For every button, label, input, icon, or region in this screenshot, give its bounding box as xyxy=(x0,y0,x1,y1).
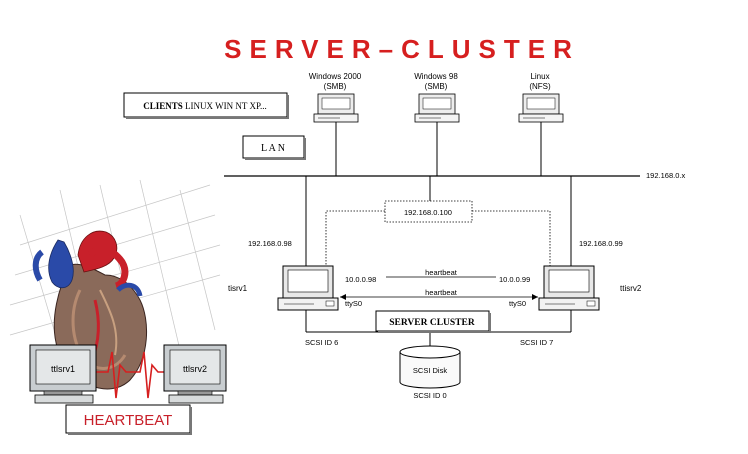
client-computer-2 xyxy=(414,93,460,123)
clients-box: CLIENTS LINUX WIN NT XP... xyxy=(123,92,289,119)
scsi-disk-label: SCSI Disk xyxy=(413,366,447,375)
heartbeat-top-label: heartbeat xyxy=(425,268,458,277)
scsi-disk-icon xyxy=(399,345,461,389)
server-cluster-label: SERVER CLUSTER xyxy=(389,318,475,328)
client-1-proto: (SMB) xyxy=(324,82,347,91)
server2-name: ttisrv2 xyxy=(620,284,642,293)
heartbeat-bottom-label: heartbeat xyxy=(425,288,458,297)
clients-os-label: LINUX WIN NT XP... xyxy=(183,101,267,111)
server1-name: tisrv1 xyxy=(228,284,248,293)
server-links xyxy=(305,176,572,266)
illustration-monitor-2-label: ttlsrv2 xyxy=(183,364,207,374)
server-cluster-box: SERVER CLUSTER xyxy=(375,310,491,333)
network-label: 192.168.0.x xyxy=(646,171,685,180)
server1-tty: ttyS0 xyxy=(345,299,362,308)
client-3-proto: (NFS) xyxy=(529,82,551,91)
svg-text:CLIENTS LINUX WIN NT XP...: CLIENTS LINUX WIN NT XP... xyxy=(143,101,266,111)
server1-hb-ip: 10.0.0.98 xyxy=(345,275,376,284)
server1-scsi-id: SCSI ID 6 xyxy=(305,338,338,347)
lan-box: L A N xyxy=(242,135,306,160)
clients-bold-label: CLIENTS xyxy=(143,101,183,111)
client-computer-3 xyxy=(518,93,564,123)
server2-hb-ip: 10.0.0.99 xyxy=(499,275,530,284)
illustration-monitor-1-label: ttlsrv1 xyxy=(51,364,75,374)
client-1-os: Windows 2000 xyxy=(309,72,362,81)
page-title: SERVER–CLUSTER xyxy=(224,34,580,64)
server2-ip: 192.168.0.99 xyxy=(579,239,623,248)
illustration-monitor-2: ttlsrv2 xyxy=(163,344,227,404)
client-3-os: Linux xyxy=(530,72,549,81)
heartbeat-illustration: ttlsrv1 ttlsrv2 HEARTBEAT xyxy=(9,179,227,435)
server1-computer xyxy=(277,265,339,311)
heartbeat-label-box: HEARTBEAT xyxy=(65,404,192,435)
lan-label: L A N xyxy=(261,143,285,154)
client-2-proto: (SMB) xyxy=(425,82,448,91)
server1-ip: 192.168.0.98 xyxy=(248,239,292,248)
scsi-disk-id: SCSI ID 0 xyxy=(413,391,446,400)
virtual-ip-box: 192.168.0.100 xyxy=(325,200,551,266)
heartbeat-links: 10.0.0.98 10.0.0.99 heartbeat heartbeat … xyxy=(340,268,538,308)
client-labels: Windows 2000 (SMB) Windows 98 (SMB) Linu… xyxy=(309,72,551,91)
server2-computer xyxy=(538,265,600,311)
server2-tty: ttyS0 xyxy=(509,299,526,308)
server2-scsi-id: SCSI ID 7 xyxy=(520,338,553,347)
client-computer-1 xyxy=(313,93,359,123)
ecg-trace xyxy=(95,351,172,399)
illustration-monitor-1: ttlsrv1 xyxy=(29,344,97,404)
virtual-ip-label: 192.168.0.100 xyxy=(404,208,452,217)
heartbeat-label: HEARTBEAT xyxy=(84,412,173,429)
client-2-os: Windows 98 xyxy=(414,72,458,81)
client-links xyxy=(335,122,542,176)
